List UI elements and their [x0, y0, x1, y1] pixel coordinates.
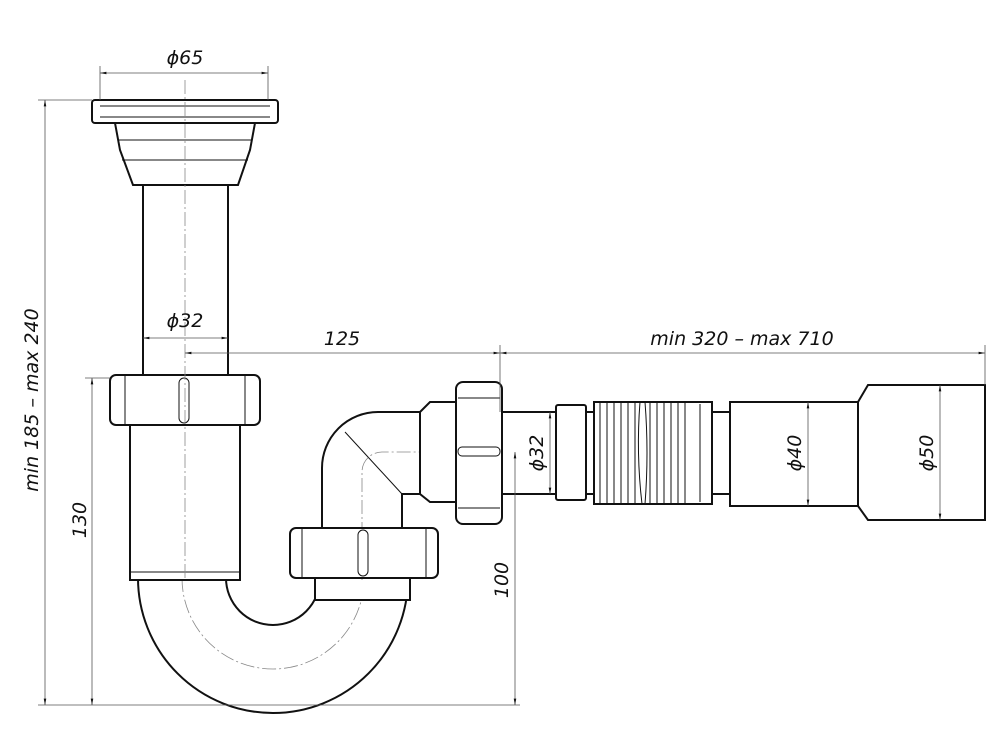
dim-total-height: min 185 – max 240	[21, 308, 43, 491]
dim-inlet-diameter: ϕ32	[167, 310, 204, 332]
dim-horizontal-offset: 125	[324, 328, 360, 350]
dim-trap-height: 130	[69, 502, 91, 538]
u-bend	[136, 577, 410, 714]
dim-outlet-length: min 320 – max 710	[650, 328, 833, 350]
dim-outlet-diameter-40: ϕ40	[784, 435, 806, 472]
corrugated-hose	[593, 401, 713, 505]
dim-outlet-diameter-50: ϕ50	[916, 435, 938, 472]
dim-outlet-diameter-32: ϕ32	[526, 435, 548, 472]
dimensions	[38, 66, 986, 706]
dim-outlet-height: 100	[491, 562, 513, 598]
outlet-assembly	[289, 381, 986, 601]
dim-flange-diameter: ϕ65	[167, 47, 204, 69]
